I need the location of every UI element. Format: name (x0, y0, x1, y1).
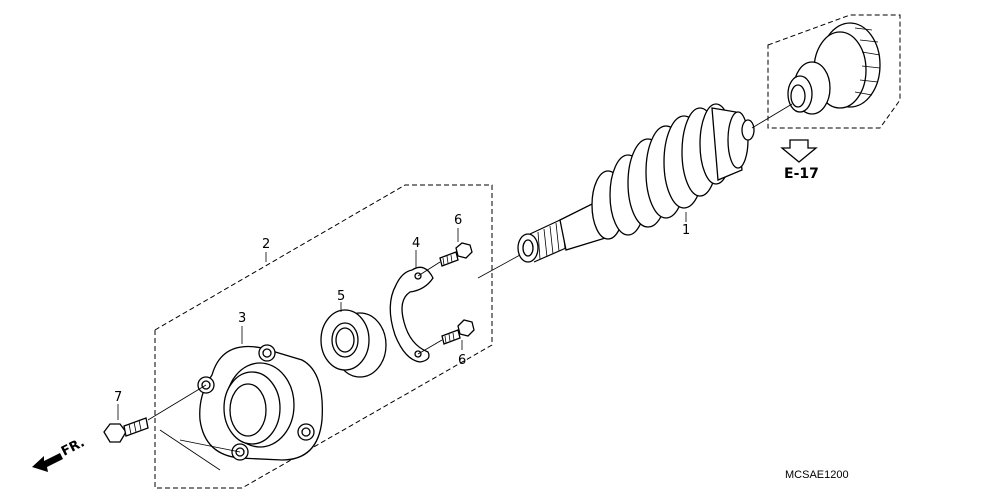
callout-2: 2 (262, 237, 270, 252)
reference-group-outline (767, 14, 901, 129)
holder-leader-1 (147, 384, 207, 421)
bolt-lower[interactable] (441, 319, 475, 345)
reference-arrow-icon (780, 139, 818, 163)
axis-line (477, 254, 521, 279)
output-shaft[interactable] (517, 103, 755, 263)
callout-7: 7 (114, 390, 122, 405)
holder-leader-2 (159, 429, 221, 471)
reference-gear[interactable] (787, 22, 881, 115)
callout-6-upper: 6 (454, 213, 462, 228)
callout-5: 5 (337, 289, 345, 304)
assembly-group-outline (154, 184, 493, 489)
bolt-leader-lower (417, 339, 443, 355)
bolt-leader-upper (417, 261, 441, 277)
front-arrow-icon (32, 453, 63, 472)
bolt-holder[interactable] (103, 417, 149, 443)
bearing[interactable] (320, 309, 387, 378)
callout-6-lower: 6 (458, 353, 466, 368)
stopper-plate[interactable] (389, 266, 434, 363)
diagram-code: MCSAE1200 (785, 469, 849, 481)
holder-leader-3 (179, 439, 241, 453)
bolt-upper[interactable] (439, 242, 473, 267)
bearing-holder[interactable] (197, 344, 323, 461)
reference-label: E-17 (784, 166, 819, 182)
callout-3: 3 (238, 311, 246, 326)
callout-4: 4 (412, 236, 420, 251)
gear-leader-line (751, 103, 793, 129)
callout-1: 1 (682, 223, 690, 238)
front-label: FR. (59, 435, 87, 459)
